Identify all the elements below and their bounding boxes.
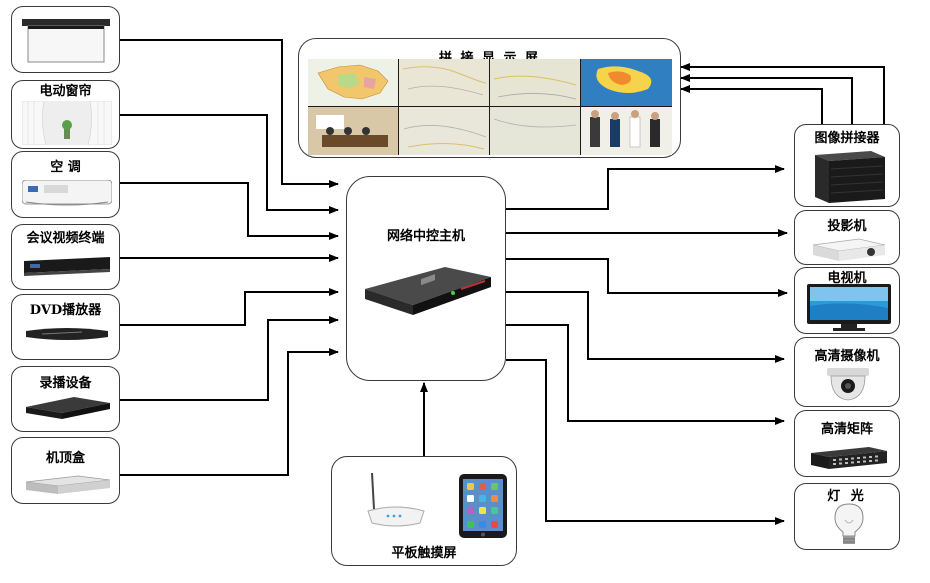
conference-terminal-image: [24, 257, 110, 276]
central-controller-label: 网络中控主机: [386, 229, 465, 244]
image-splicer-box: 图像拼接器: [794, 124, 900, 207]
central-controller-box: 网络中控主机: [346, 176, 506, 381]
wire-controller-to-camera: [506, 291, 785, 363]
wire-screen-to-controller: [120, 39, 339, 188]
hd-matrix-box: 高清矩阵: [794, 410, 900, 477]
projection-screen-box: [11, 6, 120, 73]
light-bulb-icon: [834, 503, 864, 544]
air-conditioner-image: [22, 180, 112, 206]
wire-aircon-to-controller: [120, 182, 339, 240]
controller-device-image: [365, 267, 491, 315]
set-top-box-image: [25, 475, 111, 494]
recording-device-image: [26, 397, 110, 419]
dvd-player-image: [26, 328, 108, 340]
curtain-image: [22, 101, 112, 145]
wire-splicer-to-wall-3: [680, 85, 823, 124]
television-image: [807, 284, 891, 331]
tablet-image: [459, 474, 507, 538]
image-splicer-label: 图像拼接器: [814, 131, 880, 146]
recording-device-label: 录播设备: [39, 376, 92, 391]
wire-recorder-to-controller: [120, 316, 339, 401]
set-top-box-box: 机顶盒: [11, 437, 120, 504]
dvd-player-label: DVD播放器: [29, 303, 102, 318]
tablet-touchscreen-label: 平板触摸屏: [391, 546, 457, 561]
projector-image: [812, 238, 886, 261]
display-wall-box: 拼 接 显 示 屏: [298, 38, 681, 158]
wire-controller-to-tv: [506, 258, 788, 297]
hd-camera-image: [827, 368, 869, 401]
lighting-label: 灯 光: [827, 489, 867, 504]
set-top-box-label: 机顶盒: [45, 451, 85, 466]
dvd-player-box: DVD播放器: [11, 294, 120, 360]
video-conference-terminal-box: 会议视频终端: [11, 224, 120, 290]
television-label: 电视机: [827, 271, 867, 286]
wire-splicer-to-wall-2: [680, 74, 853, 124]
hd-camera-label: 高清摄像机: [814, 349, 880, 364]
wire-controller-to-matrix: [506, 324, 785, 425]
hd-matrix-label: 高清矩阵: [820, 422, 873, 437]
wire-curtain-to-controller: [120, 114, 339, 214]
lighting-box: 灯 光: [794, 483, 900, 550]
wire-dvd-to-controller: [120, 288, 339, 326]
recording-device-box: 录播设备: [11, 366, 120, 432]
projection-screen-image: [22, 19, 110, 63]
video-conference-terminal-label: 会议视频终端: [26, 231, 105, 246]
router-image: [367, 472, 425, 527]
air-conditioner-box: 空 调: [11, 151, 120, 218]
electric-curtain-box: 电动窗帘: [11, 80, 120, 149]
wire-stb-to-controller: [120, 348, 339, 476]
projector-box: 投影机: [794, 210, 900, 265]
hd-camera-box: 高清摄像机: [794, 337, 900, 407]
tablet-touchscreen-box: 平板触摸屏: [331, 456, 517, 566]
wire-controller-to-light: [506, 359, 785, 525]
television-box: 电视机: [794, 267, 900, 334]
wire-controller-to-splicer: [506, 165, 785, 210]
image-splicer-image: [815, 151, 885, 203]
electric-curtain-label: 电动窗帘: [39, 84, 92, 99]
hd-matrix-image: [811, 447, 887, 469]
display-wall-screens: [308, 59, 672, 155]
projector-label: 投影机: [827, 219, 867, 234]
wire-splicer-to-wall-1: [680, 63, 885, 124]
air-conditioner-label: 空 调: [50, 160, 81, 175]
